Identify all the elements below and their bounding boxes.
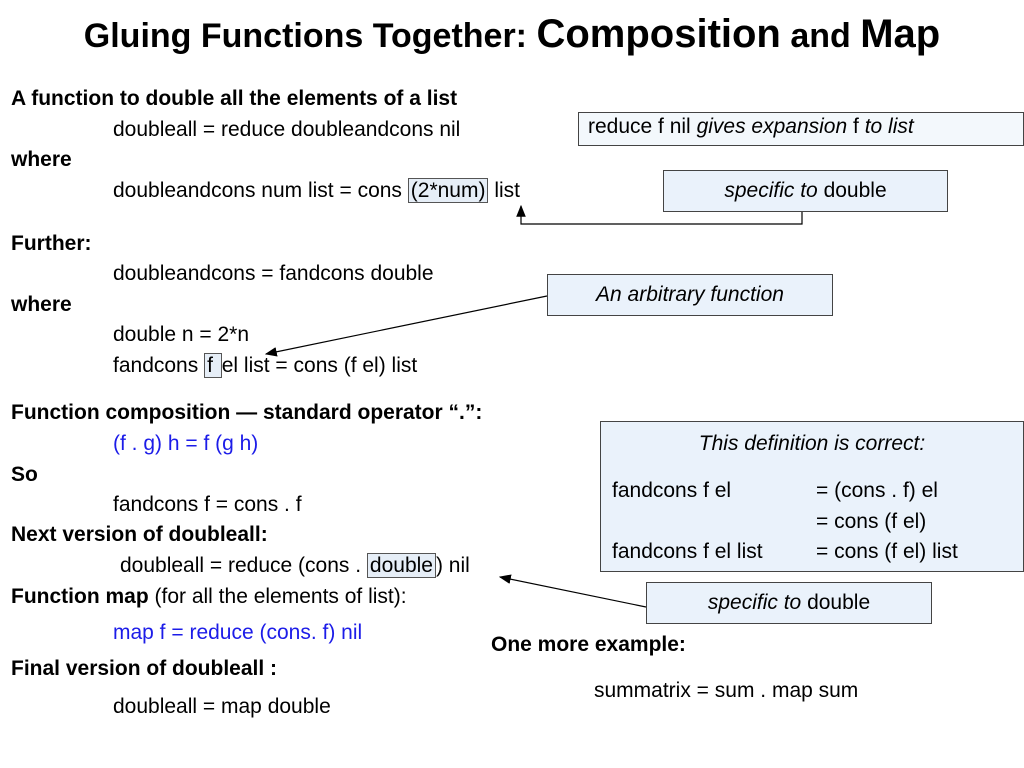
spec2-it: specific to: [707, 591, 802, 614]
further-label: Further:: [11, 232, 92, 255]
example-code: summatrix = sum . map sum: [594, 679, 859, 702]
arbitrary-text: An arbitrary function: [596, 283, 784, 306]
code-next-post: ) nil: [435, 554, 470, 577]
heading-double-all: A function to double all the elements of…: [11, 87, 458, 110]
where-label-2: where: [11, 293, 72, 316]
code-doubleandcons-post: list: [488, 179, 520, 202]
definition-title: This definition is correct:: [698, 432, 926, 455]
code-map-def: map f = reduce (cons. f) nil: [113, 621, 363, 644]
arrow-specific-to-double: [498, 574, 647, 608]
code-doubleandcons: doubleandcons num list = cons (2*num) li…: [113, 178, 520, 203]
heading-function-map: Function map (for all the elements of li…: [11, 585, 407, 609]
spec2-rest: double: [801, 591, 871, 614]
spec1-it: specific to: [724, 179, 818, 202]
arrow-specific-to-2num: [516, 204, 803, 225]
title-part3: and: [780, 17, 861, 55]
title-part4: Map: [860, 12, 941, 56]
code-fandcons-post: el list = cons (f el) list: [221, 354, 418, 377]
reduce-expansion-note: reduce f nil gives expansion f to list: [578, 112, 1024, 146]
arbitrary-function-note: An arbitrary function: [547, 274, 833, 316]
title-part2: Composition: [536, 12, 781, 56]
highlight-double: double: [366, 553, 436, 578]
function-map-rest: (for all the elements of list):: [148, 585, 407, 608]
reduce-mid: f: [847, 115, 865, 138]
specific-to-double-note-2: specific to double: [646, 582, 932, 624]
slide-title: Gluing Functions Together: Composition a…: [0, 12, 1024, 57]
code-next-pre: doubleall = reduce (cons .: [120, 554, 367, 577]
code-fandcons-pre: fandcons: [113, 354, 205, 377]
spec1-rest: double: [817, 179, 887, 202]
example-heading: One more example:: [491, 633, 686, 656]
definition-correct-box: This definition is correct: fandcons f e…: [600, 421, 1024, 572]
heading-final-version: Final version of doubleall :: [11, 657, 278, 680]
def-row1-right: = (cons . f) el: [816, 479, 938, 502]
arrow-arbitrary-to-f: [264, 295, 548, 357]
reduce-it2: to list: [864, 115, 914, 138]
code-fandcons-def: fandcons f el list = cons (f el) list: [113, 353, 418, 378]
def-row2-right: = cons (f el): [816, 510, 927, 533]
code-double-def: double n = 2*n: [113, 323, 250, 346]
reduce-pre: reduce f nil: [588, 115, 697, 138]
where-label-1: where: [11, 148, 72, 171]
so-label: So: [11, 463, 38, 486]
code-doubleall-next: doubleall = reduce (cons . double) nil: [120, 553, 470, 578]
code-doubleall-reduce: doubleall = reduce doubleandcons nil: [113, 118, 461, 141]
highlight-2num: (2*num): [407, 178, 489, 203]
code-doubleandcons-pre: doubleandcons num list = cons: [113, 179, 408, 202]
code-doubleall-map: doubleall = map double: [113, 695, 331, 718]
def-row1-left: fandcons f el: [612, 479, 732, 502]
highlight-f: f: [204, 353, 222, 378]
heading-next-version: Next version of doubleall:: [11, 523, 268, 546]
function-map-bold: Function map: [11, 585, 149, 608]
def-row3-left: fandcons f el list: [612, 540, 763, 563]
heading-composition: Function composition — standard operator…: [11, 401, 483, 424]
code-fandcons-composition: fandcons f = cons . f: [113, 493, 302, 516]
def-row3-right: = cons (f el) list: [816, 540, 958, 563]
reduce-it1: gives expansion: [696, 115, 848, 138]
code-composition: (f . g) h = f (g h): [113, 432, 259, 455]
title-part1: Gluing Functions Together:: [83, 17, 537, 55]
code-doubleandcons-fandcons: doubleandcons = fandcons double: [113, 262, 434, 285]
specific-to-double-note-1: specific to double: [663, 170, 948, 212]
